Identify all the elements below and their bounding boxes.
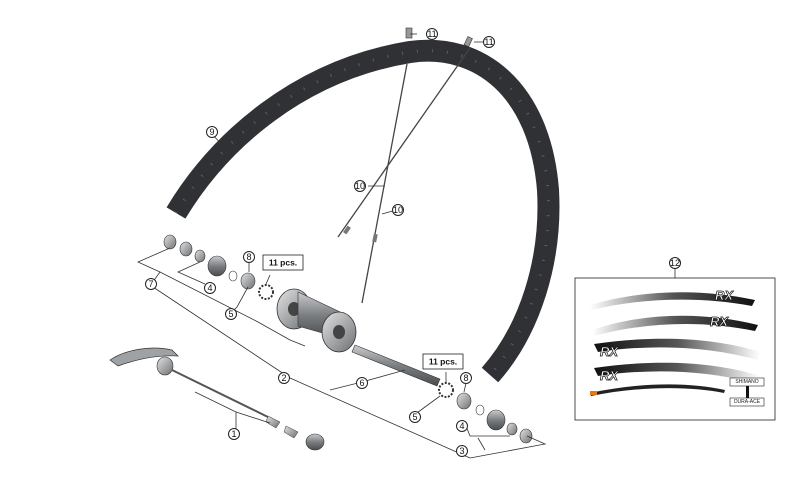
callout-6-text: 6 [359, 378, 364, 388]
left-bearing-parts [163, 234, 274, 300]
callout-4a-text: 4 [207, 283, 212, 293]
qty-box-right: 11 pcs. [422, 353, 464, 370]
callout-10a: 10 [354, 180, 366, 192]
decal-brand-3: RX [600, 344, 619, 359]
decal-logo: SHIMANO DURA-ACE [729, 377, 765, 407]
callout-2-text: 2 [281, 373, 286, 383]
decal-brand-1: RX [715, 288, 734, 303]
callout-5b-text: 5 [412, 412, 417, 422]
callout-4b-text: 4 [459, 421, 464, 431]
callout-4b: 4 [456, 420, 468, 432]
callout-5b: 5 [409, 411, 421, 423]
qty-box-left: 11 pcs. [262, 254, 304, 271]
decal-brand-2: RX [710, 314, 729, 329]
callout-8b-text: 8 [463, 373, 468, 383]
decal-strip-1: RX [590, 288, 755, 310]
decal-logo-bottom: DURA-ACE [734, 399, 761, 405]
callout-2: 2 [278, 372, 290, 384]
callout-8b: 8 [460, 372, 472, 384]
callout-10b-text: 10 [393, 205, 403, 215]
decal-thin-strip [590, 384, 725, 396]
callout-10b: 10 [392, 204, 404, 216]
decal-accent [590, 391, 597, 395]
decal-strip-4: RX [594, 362, 760, 384]
callout-7-text: 7 [148, 279, 153, 289]
callout-11b-text: 11 [484, 37, 493, 47]
callout-5a-text: 5 [228, 309, 233, 319]
callout-9-text: 9 [209, 127, 214, 137]
decal-strip-3: RX [594, 338, 760, 360]
rim [166, 39, 560, 383]
decal-set-panel: RX RX RX RX SHIMANO DURA-ACE [574, 277, 776, 421]
callout-8a-text: 8 [246, 252, 251, 262]
callout-1-text: 1 [231, 429, 236, 439]
callout-11a: 11 [426, 28, 438, 40]
quick-release-skewer [109, 347, 325, 451]
callout-9: 9 [206, 126, 218, 138]
callout-8a: 8 [243, 251, 255, 263]
callout-11b: 11 [483, 36, 495, 48]
callout-1: 1 [228, 428, 240, 440]
decal-logo-top: SHIMANO [735, 379, 758, 385]
spokes [337, 47, 471, 304]
decal-strip-2: RX [592, 314, 758, 336]
hub-axle [351, 344, 441, 387]
callout-3: 3 [456, 445, 468, 457]
right-bearing-parts [438, 382, 533, 444]
callout-7: 7 [145, 278, 157, 290]
decal-brand-4: RX [600, 368, 619, 383]
callout-10a-text: 10 [355, 181, 365, 191]
callout-12: 12 [669, 257, 681, 269]
spoke-nipples [405, 27, 473, 48]
qty-label-left: 11 pcs. [269, 258, 297, 268]
callout-6: 6 [356, 377, 368, 389]
callout-12-text: 12 [670, 258, 680, 268]
hub-body [276, 288, 357, 353]
callout-3-text: 3 [459, 446, 464, 456]
callout-11a-text: 11 [427, 29, 436, 39]
callout-5a: 5 [225, 308, 237, 320]
qty-label-right: 11 pcs. [429, 357, 457, 367]
callout-4a: 4 [204, 282, 216, 294]
